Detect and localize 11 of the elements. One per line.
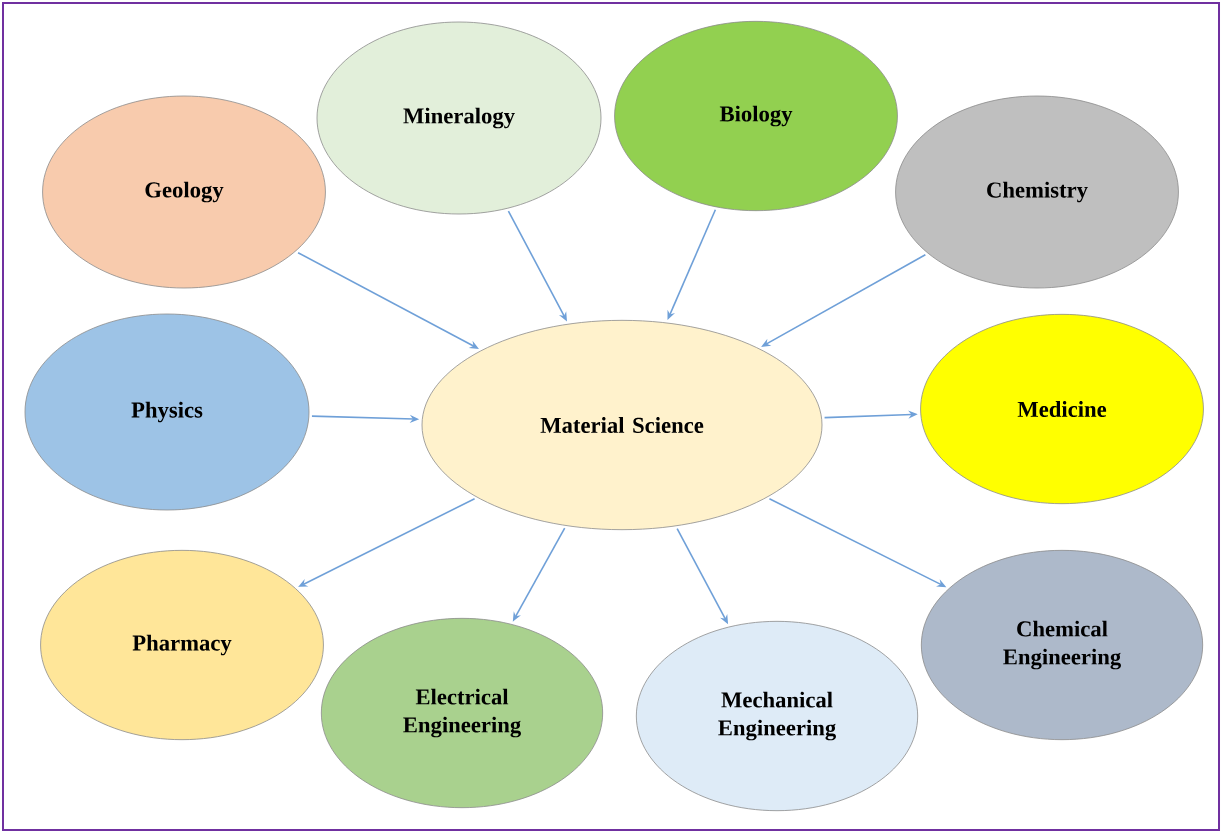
ellipse-node: Chemistry: [895, 95, 1179, 289]
ellipse-node: Geology: [42, 95, 326, 289]
ellipse-node: Chemical Engineering: [920, 549, 1204, 741]
ellipse-node: Biology: [614, 20, 898, 212]
ellipse-node: Pharmacy: [40, 549, 324, 741]
ellipse-node: Material Science: [421, 319, 823, 531]
ellipse-node: Physics: [24, 313, 310, 511]
ellipse-node: Mechanical Engineering: [635, 620, 919, 812]
ellipse-node: Electrical Engineering: [320, 617, 604, 809]
ellipse-node: Medicine: [920, 313, 1204, 505]
ellipse-node: Mineralogy: [316, 21, 602, 215]
